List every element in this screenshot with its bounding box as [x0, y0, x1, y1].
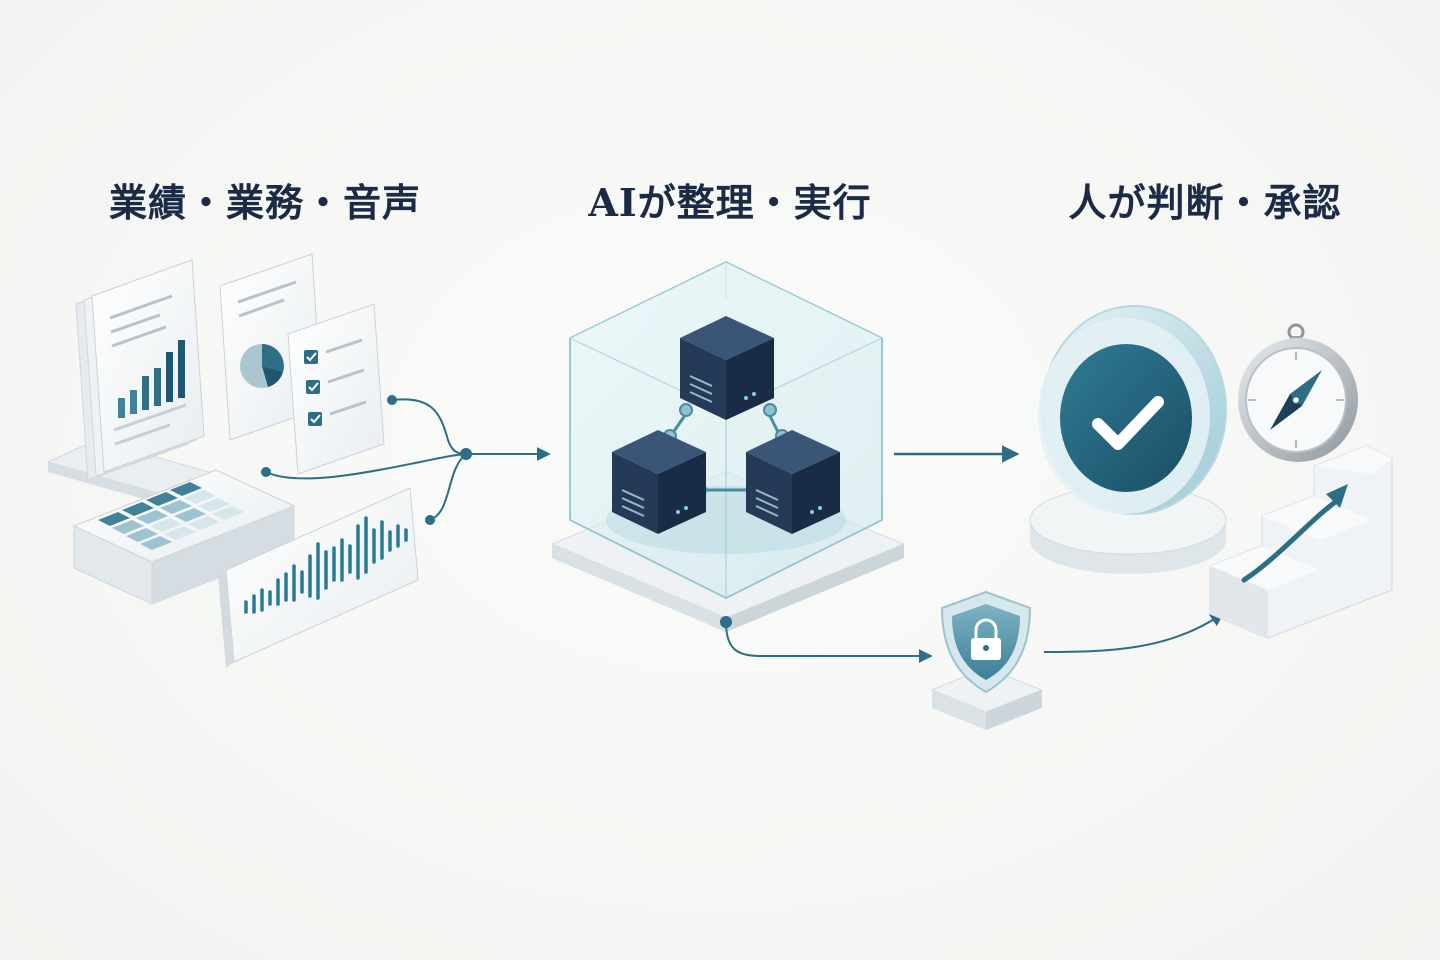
compass-icon — [1238, 323, 1358, 462]
growth-stairs-icon — [1209, 445, 1393, 639]
stage-title-input: 業績・業務・音声 — [108, 180, 421, 225]
input-cluster — [46, 253, 551, 668]
checkmark-badge-icon — [1029, 305, 1227, 574]
security-branch — [720, 612, 1225, 663]
checklist-icon — [287, 303, 385, 475]
audio-waveform-icon — [218, 487, 419, 668]
input-connectors — [265, 398, 551, 521]
server-node-icon — [746, 430, 840, 534]
stage-title-human: 人が判断・承認 — [1068, 180, 1342, 225]
server-node-icon — [612, 430, 706, 534]
connector-node — [425, 515, 435, 525]
ai-processing-cube — [550, 261, 906, 632]
connector-hub — [460, 448, 472, 460]
connector-node — [387, 395, 397, 405]
report-document-icon — [75, 259, 205, 481]
security-shield-lock-icon — [930, 590, 1044, 730]
server-node-icon — [680, 316, 774, 420]
stage-title-ai: AIが整理・実行 — [588, 180, 872, 225]
connector-node — [261, 467, 271, 477]
spreadsheet-icon — [72, 469, 296, 605]
